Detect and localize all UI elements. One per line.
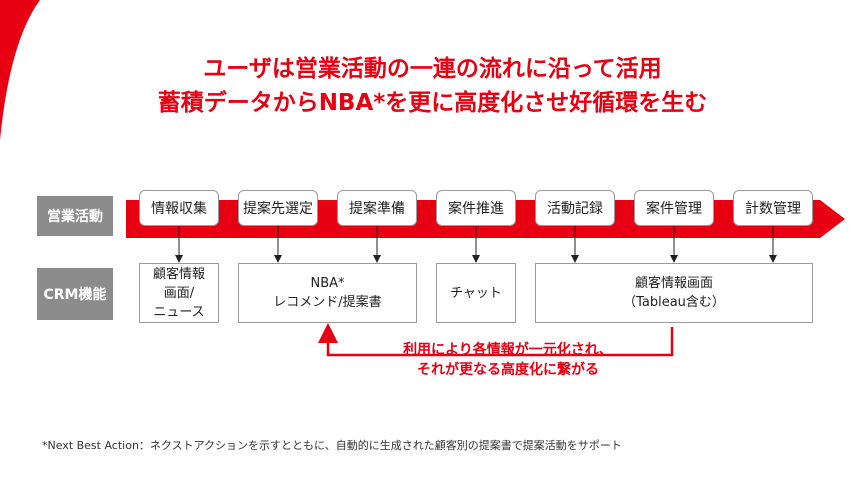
step-information-gathering: 情報収集 [139, 190, 219, 226]
crm-box-line: NBA* [310, 276, 345, 291]
corner-accent-shape [0, 0, 40, 140]
crm-box-customer-info-tableau: 顧客情報画面 （Tableau含む） [535, 263, 813, 323]
step-activity-record: 活動記録 [535, 190, 615, 226]
crm-box-line: ニュース [153, 304, 205, 320]
title-line-1: ユーザは営業活動の一連の流れに沿って活用 [203, 56, 662, 82]
step-proposal-preparation: 提案準備 [337, 190, 417, 226]
step-deal-progress: 案件推進 [436, 190, 516, 226]
title-line-2: 蓄積データからNBA*を更に高度化させ好循環を生む [157, 90, 708, 116]
step-target-selection: 提案先選定 [238, 190, 318, 226]
crm-box-line: 顧客情報画面 [634, 276, 713, 291]
crm-box-line: レコメンド/提案書 [273, 295, 382, 310]
step-figures-management: 計数管理 [733, 190, 813, 226]
crm-box-line: 画面/ [163, 285, 195, 301]
row-label-crm: CRM機能 [37, 268, 113, 320]
feedback-note-line-1: 利用により各情報が一元化され、 [403, 342, 613, 358]
crm-box-line: （Tableau含む） [623, 295, 725, 310]
crm-box-customer-info-news: 顧客情報 画面/ ニュース [139, 263, 219, 323]
row-label-sales: 営業活動 [37, 196, 113, 236]
crm-box-chat: チャット [436, 263, 516, 323]
feedback-note: 利用により各情報が一元化され、 それが更なる高度化に繋がる [318, 340, 698, 380]
crm-box-nba-recommend: NBA* レコメンド/提案書 [238, 263, 417, 323]
feedback-note-line-2: それが更なる高度化に繋がる [417, 362, 599, 378]
page-title: ユーザは営業活動の一連の流れに沿って活用 蓄積データからNBA*を更に高度化させ… [0, 52, 865, 120]
footnote: *Next Best Action：ネクストアクションを示すとともに、自動的に生… [42, 439, 622, 452]
step-deal-management: 案件管理 [634, 190, 714, 226]
crm-box-line: 顧客情報 [152, 266, 205, 282]
crm-box-line: チャット [450, 285, 502, 301]
